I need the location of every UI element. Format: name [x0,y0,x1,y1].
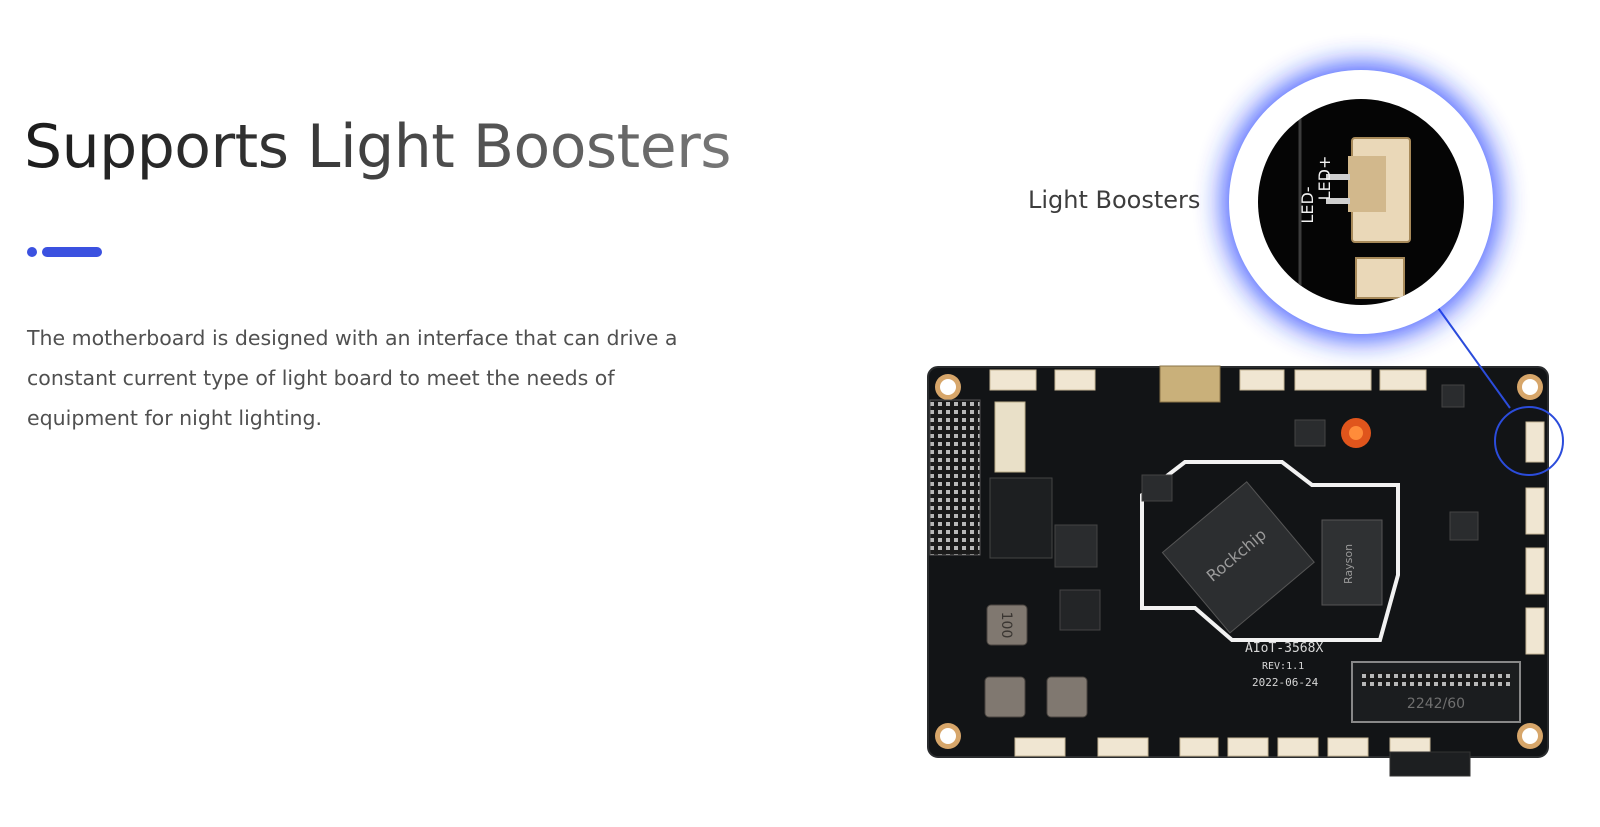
accent-bar [42,247,102,257]
memory-brand: Rayson [1342,544,1355,584]
accent-divider [27,247,107,258]
motherboard: Rockchip Rayson 100 2242/60 [927,365,1549,777]
board-model: AIoT-3568X [1245,641,1323,656]
accent-dot [27,247,37,257]
inductor-marking: 100 [998,612,1014,639]
board-date: 2022-06-24 [1252,676,1319,689]
zoom-led-plus: LED+ [1315,156,1334,201]
zoom-bubble: LED+ LED- [1223,64,1499,340]
connector-highlight-ring [1494,406,1564,476]
zoom-led-minus: LED- [1298,186,1317,223]
m2-marking: 2242/60 [1407,696,1465,712]
feature-description: The motherboard is designed with an inte… [27,326,678,430]
leader-line [1435,304,1511,409]
board-revision: REV:1.1 [1262,661,1304,672]
page-title: Supports Light Boosters [24,112,732,182]
callout-label: Light Boosters [1028,186,1201,214]
